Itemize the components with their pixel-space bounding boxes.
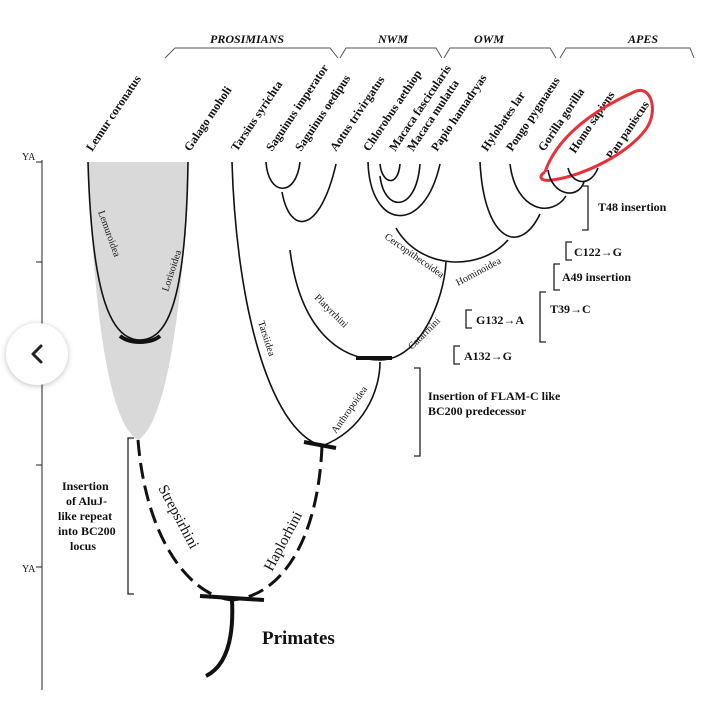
clade-strepsirhini: Strepsirhini (154, 482, 201, 551)
group-prosimians: PROSIMIANS (210, 32, 284, 46)
group-brackets (164, 47, 695, 59)
highlight-circle (539, 88, 654, 182)
chevron-left-icon[interactable] (6, 323, 68, 385)
annotation-brackets (127, 185, 589, 595)
clade-primates: Primates (262, 628, 335, 649)
primates-root (199, 594, 265, 678)
clade-haplorhini: Haplorhini (261, 509, 306, 574)
group-apes: APES (627, 32, 658, 46)
svg-text:into BC200: into BC200 (58, 524, 116, 538)
clade-platyrrhini: Platyrrhini (312, 292, 350, 330)
strepsirhini-shade (88, 162, 188, 440)
svg-text:like repeat: like repeat (58, 509, 112, 523)
clade-cercopithecoidea: Cercopithecoidea (382, 231, 446, 280)
annotation-flam-line-1: Insertion of FLAM-C like (428, 389, 561, 403)
species-labels: Lemur coronatus Galago moholi Tarsius sy… (83, 61, 652, 162)
annotation-t48: T48 insertion (598, 200, 667, 214)
annotation-g132: G132→A (476, 313, 524, 327)
species-label: Lemur coronatus (83, 72, 144, 154)
axis-label-top: YA (22, 152, 36, 163)
annotation-a49: A49 insertion (562, 270, 631, 284)
annotation-aluj: Insertion of AluJ- like repeat into BC20… (58, 479, 116, 553)
chevron-left-glyph (31, 344, 43, 364)
basal-branches (136, 439, 324, 602)
axis-label-bottom: YA (22, 564, 36, 575)
svg-text:of AluJ-: of AluJ- (66, 494, 107, 508)
species-label: Galago moholi (181, 83, 235, 154)
clade-catarrhini: Catarrhini (406, 316, 443, 353)
group-owm: OWM (474, 32, 504, 46)
svg-text:Insertion: Insertion (62, 479, 109, 493)
clade-anthropoidea: Anthropoidea (329, 384, 370, 436)
annotation-t39: T39→C (550, 302, 591, 316)
annotation-a132: A132→G (464, 349, 512, 363)
clade-hominoidea: Hominoidea (454, 255, 503, 288)
group-nwm: NWM (377, 32, 408, 46)
annotation-c122: C122→G (574, 245, 622, 259)
tree-branches (87, 161, 599, 450)
annotation-flam-line-2: BC200 predecessor (428, 404, 527, 418)
time-axis (36, 160, 43, 690)
svg-text:locus: locus (70, 539, 96, 553)
